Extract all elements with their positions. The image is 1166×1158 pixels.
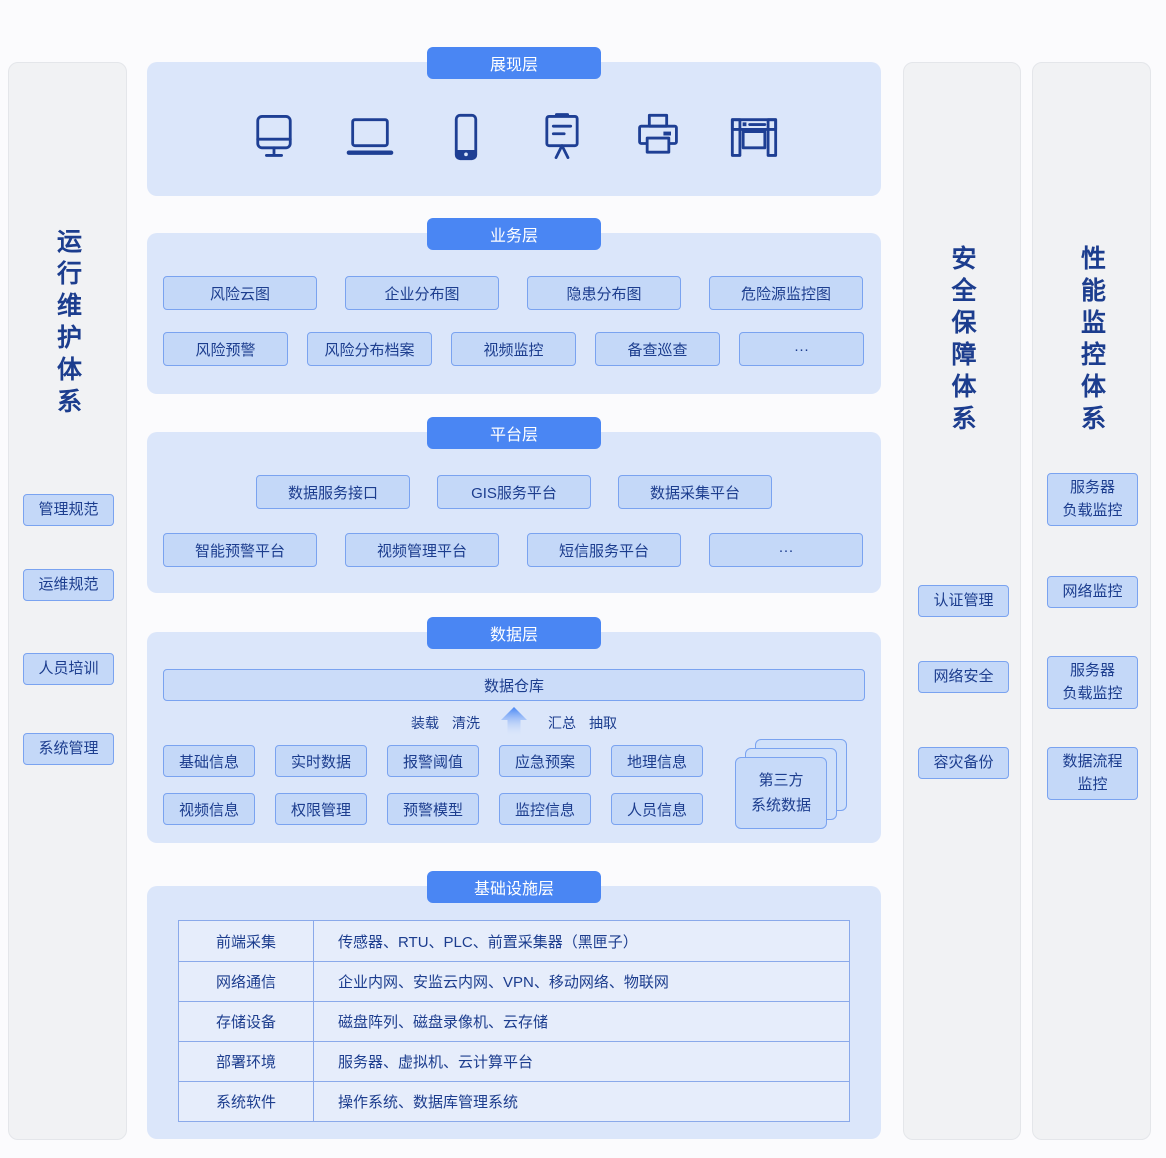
platform-layer-badge: 平台层 (427, 417, 601, 449)
table-row: 部署环境 服务器、虚拟机、云计算平台 (179, 1041, 849, 1081)
smartphone-icon (440, 111, 492, 163)
infrastructure-layer-badge: 基础设施层 (427, 871, 601, 903)
presentation-layer-badge: 展现层 (427, 47, 601, 79)
table-row: 存储设备 磁盘阵列、磁盘录像机、云存储 (179, 1001, 849, 1041)
node-video-monitoring: 视频监控 (451, 332, 576, 366)
node-risk-warning: 风险预警 (163, 332, 288, 366)
infrastructure-layer-panel: 基础设施层 前端采集 传感器、RTU、PLC、前置采集器（黑匣子） 网络通信 企… (147, 871, 881, 1139)
node-data-warehouse: 数据仓库 (163, 669, 865, 701)
laptop-icon (344, 111, 396, 163)
row-content-network-comm: 企业内网、安监云内网、VPN、移动网络、物联网 (338, 974, 669, 991)
node-smart-warning: 智能预警平台 (163, 533, 317, 567)
table-row: 系统软件 操作系统、数据库管理系统 (179, 1081, 849, 1121)
row-label-frontend-collection: 前端采集 (179, 921, 314, 961)
data-row-1: 基础信息 实时数据 报警阈值 应急预案 地理信息 (163, 745, 703, 777)
node-data-service-api: 数据服务接口 (256, 475, 410, 509)
node-business-more: ··· (739, 332, 864, 366)
performance-monitoring-pillar: 性能监控体系 服务器 负载监控 网络监控 服务器 负载监控 数据流程 监控 (1032, 62, 1151, 1140)
node-disaster-backup: 容灾备份 (918, 747, 1009, 779)
business-row-2: 风险预警 风险分布档案 视频监控 备查巡查 ··· (163, 332, 865, 366)
data-row-2: 视频信息 权限管理 预警模型 监控信息 人员信息 (163, 793, 703, 825)
business-row-1: 风险云图 企业分布图 隐患分布图 危险源监控图 (163, 276, 865, 310)
node-alarm-threshold: 报警阈值 (387, 745, 479, 777)
node-network-security: 网络安全 (918, 661, 1009, 693)
node-risk-archive: 风险分布档案 (307, 332, 432, 366)
node-network-monitor: 网络监控 (1047, 576, 1138, 608)
up-arrow-icon (501, 706, 527, 740)
node-hazard-map: 隐患分布图 (527, 276, 681, 310)
node-risk-cloud-map: 风险云图 (163, 276, 317, 310)
node-video-management: 视频管理平台 (345, 533, 499, 567)
platform-layer-panel: 平台层 数据服务接口 GIS服务平台 数据采集平台 智能预警平台 视频管理平台 … (147, 417, 881, 593)
printer-icon (632, 111, 684, 163)
node-video-info: 视频信息 (163, 793, 255, 825)
ops-maintenance-title: 运行维护体系 (53, 228, 82, 420)
node-inspection: 备查巡查 (595, 332, 720, 366)
node-enterprise-map: 企业分布图 (345, 276, 499, 310)
presentation-layer-panel: 展现层 (147, 47, 881, 196)
node-permission-mgmt: 权限管理 (275, 793, 367, 825)
etl-label-clean: 清洗 (452, 715, 480, 731)
table-row: 网络通信 企业内网、安监云内网、VPN、移动网络、物联网 (179, 961, 849, 1001)
row-content-system-software: 操作系统、数据库管理系统 (338, 1094, 519, 1111)
node-server-load-monitor-1: 服务器 负载监控 (1047, 473, 1138, 526)
etl-label-load: 装载 (411, 715, 439, 731)
node-emergency-plan: 应急预案 (499, 745, 591, 777)
etl-label-aggregate: 汇总 (548, 715, 576, 731)
node-basic-info: 基础信息 (163, 745, 255, 777)
row-label-system-software: 系统软件 (179, 1082, 314, 1121)
security-assurance-title: 安全保障体系 (948, 245, 976, 437)
node-personnel-training: 人员培训 (23, 653, 114, 685)
table-row: 前端采集 传感器、RTU、PLC、前置采集器（黑匣子） (179, 921, 849, 961)
device-icon-row (147, 62, 881, 196)
data-layer-badge: 数据层 (427, 617, 601, 649)
node-monitor-info: 监控信息 (499, 793, 591, 825)
ops-maintenance-pillar: 运行维护体系 管理规范 运维规范 人员培训 系统管理 (8, 62, 127, 1140)
infrastructure-table: 前端采集 传感器、RTU、PLC、前置采集器（黑匣子） 网络通信 企业内网、安监… (178, 920, 850, 1122)
business-layer-panel: 业务层 风险云图 企业分布图 隐患分布图 危险源监控图 风险预警 风险分布档案 … (147, 218, 881, 394)
node-ops-spec: 运维规范 (23, 569, 114, 601)
node-geo-info: 地理信息 (611, 745, 703, 777)
presentation-board-icon (536, 111, 588, 163)
business-layer-badge: 业务层 (427, 218, 601, 250)
node-danger-source-map: 危险源监控图 (709, 276, 863, 310)
node-personnel-info: 人员信息 (611, 793, 703, 825)
node-platform-more: ··· (709, 533, 863, 567)
etl-process-row: 装载 清洗 汇总 抽取 (147, 704, 881, 742)
data-layer-panel: 数据层 数据仓库 装载 清洗 汇总 抽取 基础信息 (147, 617, 881, 843)
performance-monitoring-title: 性能监控体系 (1077, 245, 1106, 437)
node-data-collection: 数据采集平台 (618, 475, 772, 509)
desktop-monitor-icon (248, 111, 300, 163)
node-third-party-data: 第三方 系统数据 (735, 757, 827, 829)
row-content-storage-device: 磁盘阵列、磁盘录像机、云存储 (338, 1014, 549, 1031)
node-server-load-monitor-2: 服务器 负载监控 (1047, 656, 1138, 709)
platform-row-2: 智能预警平台 视频管理平台 短信服务平台 ··· (163, 533, 865, 567)
node-gis-platform: GIS服务平台 (437, 475, 591, 509)
node-auth-management: 认证管理 (918, 585, 1009, 617)
node-sms-service: 短信服务平台 (527, 533, 681, 567)
node-management-spec: 管理规范 (23, 494, 114, 526)
node-data-flow-monitor: 数据流程 监控 (1047, 747, 1138, 800)
row-content-deploy-env: 服务器、虚拟机、云计算平台 (338, 1054, 534, 1071)
platform-row-1: 数据服务接口 GIS服务平台 数据采集平台 (163, 475, 865, 509)
node-warning-model: 预警模型 (387, 793, 479, 825)
etl-label-extract: 抽取 (589, 715, 617, 731)
row-content-frontend-collection: 传感器、RTU、PLC、前置采集器（黑匣子） (338, 933, 638, 951)
security-assurance-pillar: 安全保障体系 认证管理 网络安全 容灾备份 (903, 62, 1021, 1140)
row-label-network-comm: 网络通信 (179, 962, 314, 1001)
row-label-deploy-env: 部署环境 (179, 1042, 314, 1081)
plotter-icon (728, 111, 780, 163)
row-label-storage-device: 存储设备 (179, 1002, 314, 1041)
node-realtime-data: 实时数据 (275, 745, 367, 777)
node-system-management: 系统管理 (23, 733, 114, 765)
